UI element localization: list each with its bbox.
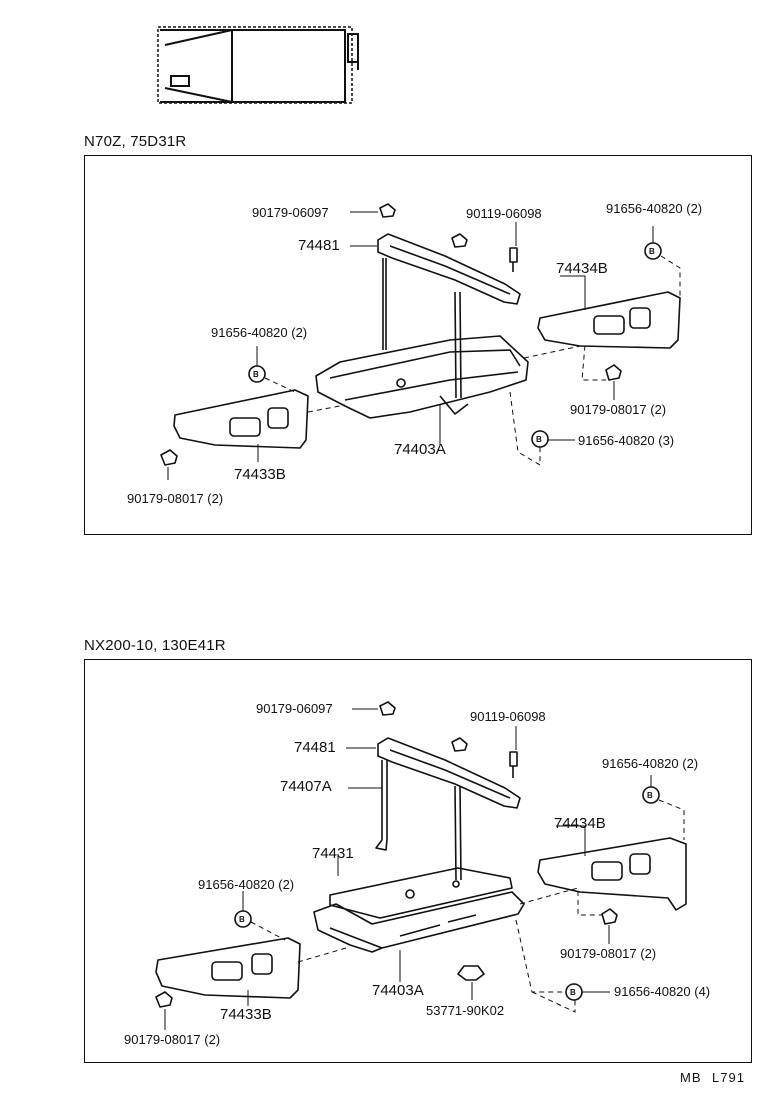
s2-tray-label: 74403A <box>372 982 424 999</box>
clamp-bar-part <box>377 233 521 305</box>
s2-plate-label: 74431 <box>312 845 354 862</box>
s2-clip-right-top-label: 91656-40820 (2) <box>602 756 699 771</box>
s1-clip-left-label: 91656-40820 (2) <box>211 325 308 340</box>
footer-code-right: L791 <box>712 1070 745 1085</box>
svg-text:B: B <box>536 435 542 444</box>
s2-support-right-label: 74434B <box>554 815 606 832</box>
s1-nut-right-label: 90179-08017 (2) <box>570 402 667 417</box>
s2-bolt-top-label: 90119-06098 <box>470 709 546 724</box>
svg-text:B: B <box>647 791 653 800</box>
s1-support-left-label: 74433B <box>234 466 286 483</box>
support-left-part <box>173 389 309 449</box>
s1-nut-left-label: 90179-08017 (2) <box>127 491 224 506</box>
s2-clamp-label: 74481 <box>294 739 336 756</box>
s2-grommet-label: 53771-90K02 <box>426 1003 505 1018</box>
s2-clip-left-label: 91656-40820 (2) <box>198 877 295 892</box>
s2-nut-top-label: 90179-06097 <box>256 701 333 716</box>
svg-text:B: B <box>239 915 245 924</box>
section-2-title: NX200-10, 130E41R <box>84 637 226 654</box>
s2-nut-right-label: 90179-08017 (2) <box>560 946 657 961</box>
tray-part <box>315 335 529 419</box>
s2-support-left-label: 74433B <box>220 1006 272 1023</box>
footer-code-left: MB <box>680 1070 702 1085</box>
s1-support-right-label: 74434B <box>556 260 608 277</box>
support-right-part <box>537 291 681 349</box>
section-1-frame <box>84 155 752 535</box>
s1-tray-label: 74403A <box>394 441 446 458</box>
s1-bolt-top-label: 90119-06098 <box>466 206 542 221</box>
s2-nut-left-label: 90179-08017 (2) <box>124 1032 221 1047</box>
svg-text:B: B <box>570 988 576 997</box>
svg-text:B: B <box>649 247 655 256</box>
section-1-title: N70Z, 75D31R <box>84 133 187 150</box>
section-2-frame <box>84 659 752 1063</box>
s2-rod-label: 74407A <box>280 778 332 795</box>
s2-clip-right-bottom-label: 91656-40820 (4) <box>614 984 711 999</box>
s1-clip-right-top-label: 91656-40820 (2) <box>606 201 703 216</box>
svg-text:B: B <box>253 370 259 379</box>
s1-nut-top-label: 90179-06097 <box>252 205 329 220</box>
s1-clip-right-bottom-label: 91656-40820 (3) <box>578 433 675 448</box>
s1-clamp-label: 74481 <box>298 237 340 254</box>
